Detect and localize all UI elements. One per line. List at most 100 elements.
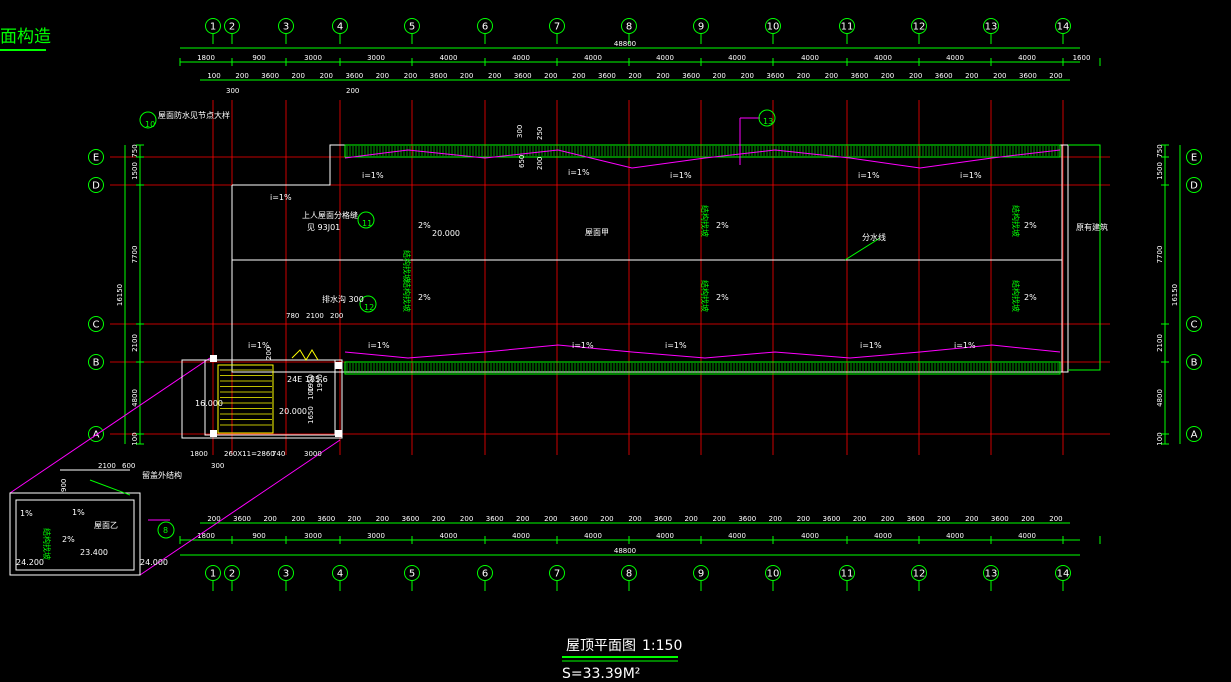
- parapet-hatch: [344, 144, 1061, 375]
- fine-dim-label: 200: [376, 515, 389, 523]
- row-bubble: [88, 177, 104, 193]
- fine-dim-label: 200: [937, 515, 950, 523]
- axis-bubble-label: 14: [1057, 569, 1070, 580]
- axis-bubble: [983, 565, 999, 581]
- footer-title: 屋顶平面图: [566, 638, 636, 654]
- fine-dim-label: 3600: [402, 515, 420, 523]
- dim-label: 4000: [512, 54, 530, 62]
- axis-bubble-label: 10: [767, 22, 780, 33]
- side-total-label: 16150: [116, 284, 124, 306]
- fine-dim-label: 200: [263, 515, 276, 523]
- dim-label: 1800: [197, 532, 215, 540]
- top-small-2: 650: [518, 155, 526, 168]
- stair-bottom-1: 1800: [190, 450, 208, 458]
- slope-pct-5: 2%: [716, 293, 729, 302]
- inset-elev-a: 23.400: [80, 548, 108, 557]
- label-gutter: 排水沟 300: [322, 294, 364, 304]
- slope-i-7: i=1%: [368, 341, 390, 350]
- gutter-seam-2: 结构找坡: [700, 205, 710, 237]
- fine-dim-label: 200: [993, 72, 1006, 80]
- axis-bubble-label: 6: [482, 22, 488, 33]
- fine-dim-label: 3600: [430, 72, 448, 80]
- slope-i-4: i=1%: [858, 171, 880, 180]
- fine-dim-label: 200: [432, 515, 445, 523]
- fine-dim-label: 3600: [345, 72, 363, 80]
- fine-dim-label: 200: [572, 72, 585, 80]
- side-dim-label: 4800: [1156, 389, 1164, 407]
- stair-vert-3: 1950: [316, 374, 324, 392]
- row-bubble: [88, 149, 104, 165]
- fine-dim-label: 3600: [486, 515, 504, 523]
- dim-label: 4000: [874, 532, 892, 540]
- axis-bubble-label: 9: [698, 569, 704, 580]
- inset-detail: [9, 469, 141, 576]
- dim-label: 4000: [1018, 532, 1036, 540]
- axis-bubble: [911, 18, 927, 34]
- fine-dim-label: 3600: [514, 72, 532, 80]
- divide-line: [844, 237, 881, 261]
- axis-bubble: [278, 18, 294, 34]
- dim-label: 4000: [440, 54, 458, 62]
- inset-note: 留盖外结构: [142, 470, 182, 480]
- fine-dim-label: 200: [544, 72, 557, 80]
- row-bubble: [1186, 354, 1202, 370]
- axis-bubble: [404, 565, 420, 581]
- fine-dim-label: 200: [881, 515, 894, 523]
- axis-bubble: [693, 18, 709, 34]
- axis-bubble-label: 11: [841, 569, 854, 580]
- axis-bubble-label: 8: [626, 569, 632, 580]
- axis-bubble: [205, 565, 221, 581]
- side-dimension-chains: 7501500770021004800100161507501500770021…: [116, 144, 1181, 446]
- callout-12: 12: [364, 303, 374, 312]
- row-bubble-label: B: [93, 358, 100, 369]
- inset-side-dim: 900: [60, 479, 68, 492]
- axis-bubble-label: 4: [337, 569, 343, 580]
- stair-vert-1: 200: [265, 347, 273, 360]
- gutter-seam-6: 结构找坡: [1011, 280, 1021, 312]
- stair-block: [181, 349, 343, 439]
- stair-treads: [220, 369, 272, 426]
- label-roof-main: 屋面甲: [585, 228, 609, 237]
- inset-slope-2: 1%: [72, 508, 85, 517]
- slope-i-5: i=1%: [960, 171, 982, 180]
- fine-dim-label: 200: [460, 72, 473, 80]
- fine-dim-label: 200: [881, 72, 894, 80]
- axis-bubble: [983, 18, 999, 34]
- axis-bubble: [278, 565, 294, 581]
- slope-i-2: i=1%: [568, 168, 590, 177]
- fine-dim-label: 200: [404, 72, 417, 80]
- dim-label: 4000: [584, 532, 602, 540]
- callout-11: 11: [362, 219, 372, 228]
- side-dim-label: 7700: [1156, 246, 1164, 264]
- fine-dim-label: 200: [235, 72, 248, 80]
- axis-bubble-label: 7: [554, 569, 560, 580]
- stair-bottom-4: 3000: [304, 450, 322, 458]
- axis-bubble: [205, 18, 221, 34]
- fine-dim-label: 200: [713, 72, 726, 80]
- axis-bubble: [1055, 18, 1071, 34]
- fine-dim-label: 200: [628, 72, 641, 80]
- row-bubble: [1186, 177, 1202, 193]
- axis-bubble-label: 3: [283, 22, 289, 33]
- annotations: 屋面甲 分水线 上人屋面分格缝 见 93J01 排水沟 300 原有建筑 屋面防…: [145, 110, 1108, 470]
- axis-bubble: [549, 565, 565, 581]
- dim-label: 1800: [197, 54, 215, 62]
- side-dim-label: 1500: [1156, 162, 1164, 180]
- axis-bubble: [477, 18, 493, 34]
- gutter-seam-4: 结构找坡: [402, 280, 412, 312]
- fine-dim-label: 200: [600, 515, 613, 523]
- slope-i-12: i=1%: [248, 341, 270, 350]
- dim-total-label: 48800: [614, 547, 636, 555]
- stair-vert-4: 100: [307, 387, 315, 400]
- fine-dim-label: 3600: [935, 72, 953, 80]
- axis-bubble-label: 12: [913, 569, 926, 580]
- axis-bubble-label: 14: [1057, 22, 1070, 33]
- axis-bubble-label: 1: [210, 569, 216, 580]
- dim-label: 4000: [1018, 54, 1036, 62]
- dim-label: 900: [252, 532, 265, 540]
- axis-bubble-label: 1: [210, 22, 216, 33]
- dim-label: 4000: [801, 532, 819, 540]
- fine-dim-label: 200: [292, 515, 305, 523]
- fine-dim-label: 3600: [907, 515, 925, 523]
